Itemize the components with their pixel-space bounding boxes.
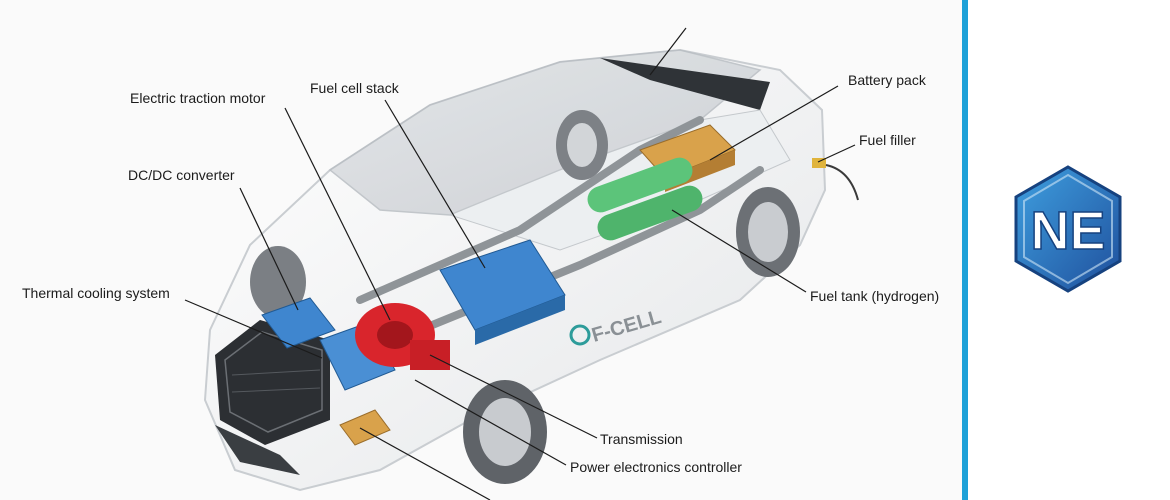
leader-transmission <box>429 354 598 439</box>
rear-wheel <box>736 187 800 277</box>
label-dc-dc-converter: DC/DC converter <box>128 167 235 183</box>
leader-power-electronics <box>414 379 567 466</box>
fuel-filler-component <box>812 158 859 201</box>
diagram-panel: F-CELL Electric traction motor Fuel cell… <box>22 0 968 500</box>
label-thermal-cooling-system: Thermal cooling system <box>22 285 170 301</box>
label-fuel-cell-stack: Fuel cell stack <box>310 80 399 96</box>
fuel-cell-car-diagram: F-CELL <box>184 27 859 500</box>
leader-fuel-cell-stack <box>384 99 486 269</box>
leader-dc-dc-converter <box>239 187 299 311</box>
leader-bottom <box>359 427 491 500</box>
fuel-cell-stack-component <box>439 239 566 345</box>
front-grille <box>215 320 330 475</box>
power-electronics-component <box>339 409 391 446</box>
roof-strip <box>600 58 770 110</box>
front-wheel <box>463 380 547 484</box>
label-transmission: Transmission <box>600 431 683 447</box>
ne-logo-text: NE <box>1030 201 1105 261</box>
leader-thermal-cooling-system <box>184 299 323 359</box>
label-battery-pack: Battery pack <box>848 72 926 88</box>
label-power-electronics-controller: Power electronics controller <box>570 459 742 475</box>
leader-fuel-tank <box>671 209 807 293</box>
hydrogen-tanks <box>587 157 703 241</box>
label-fuel-filler: Fuel filler <box>859 132 916 148</box>
label-electric-traction-motor: Electric traction motor <box>130 90 266 106</box>
dc-dc-converter-component <box>261 297 336 349</box>
fcell-badge-icon <box>569 324 591 346</box>
rear-wheel-far <box>556 110 608 180</box>
leader-electric-traction-motor <box>284 107 391 321</box>
ne-logo-icon: NE <box>1014 165 1122 293</box>
leader-lines <box>184 27 856 500</box>
leader-fuel-filler <box>817 144 856 163</box>
front-wheel-far <box>250 246 306 318</box>
electric-traction-motor-component <box>355 303 450 370</box>
leader-battery-pack <box>709 85 839 161</box>
leader-top <box>649 27 687 76</box>
label-fuel-tank: Fuel tank (hydrogen) <box>810 288 940 304</box>
